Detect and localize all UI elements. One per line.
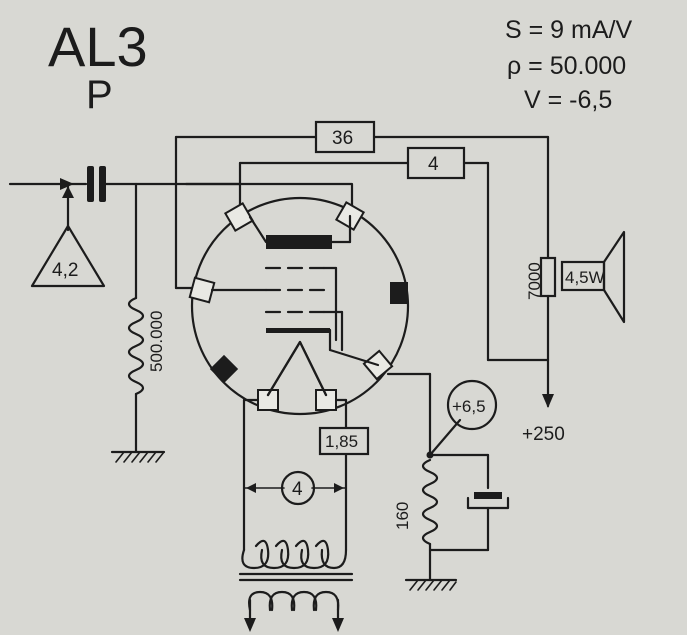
cathode-voltage-indicator: +6,5 [446,379,498,431]
pin-left [188,276,216,304]
tube-pins [188,200,408,411]
spec-plate-resistance: ρ = 50.000 [507,52,626,80]
grid-resistor-label: 500.000 [147,311,166,372]
input-signal-triangle: 4,2 [30,224,106,288]
anode-plate [266,235,332,249]
cathode-capacitor [466,492,510,510]
input-signal-label: 4,2 [52,260,78,281]
tube-electrodes [210,214,380,397]
filament-current-label: 1,85 [325,432,358,451]
speaker-power-label: 4,5W [565,268,605,287]
transformer-impedance-label: 7000 [525,262,544,300]
spec-transconductance: S = 9 mA/V [505,16,632,44]
screen-resistor-label: 36 [332,128,353,149]
cathode-voltage-label: +6,5 [452,397,486,416]
tube-name: AL3 [48,15,148,78]
pin-lower-left-blank [209,354,239,384]
coupling-capacitor [87,166,106,202]
cathode-resistor [421,458,439,546]
tube-envelope [190,196,410,416]
grid-ground [110,450,166,463]
filament-current-box [318,426,370,456]
cathode-resistor-label: 160 [393,502,412,530]
grid-resistor [127,296,145,396]
speaker-icon: 4,5W [560,230,626,324]
anode-current-label: 4 [428,154,439,175]
heater-transformer [238,539,354,632]
cathode-ground [404,578,458,591]
spec-grid-bias: V = -6,5 [524,86,612,114]
pin-right-blank [390,282,408,304]
tube-subtitle: P [86,73,113,117]
supply-voltage-label: +250 [522,424,565,445]
heater-voltage-indicator: 4 [243,470,347,506]
input-arrow [8,178,88,232]
heater-voltage-label: 4 [292,479,303,500]
pin-top-left [223,201,255,233]
screen-resistor-box [314,120,376,154]
